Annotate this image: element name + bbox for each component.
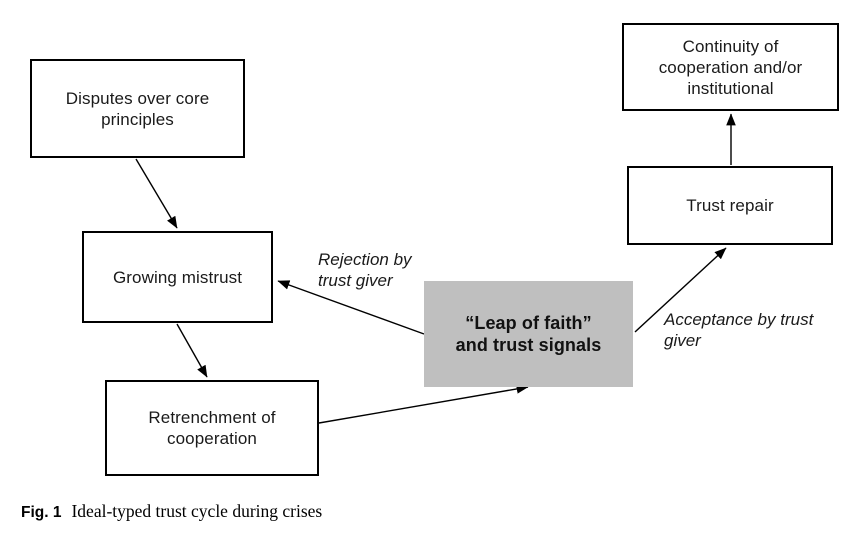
node-retrenchment-of-cooperation: Retrenchment of cooperation <box>105 380 319 476</box>
arrow-leap-to-growing-rejection <box>277 280 425 335</box>
node-continuity-of-cooperation: Continuity of cooperation and/or institu… <box>622 23 839 111</box>
edge-label-rejection-by-trust-giver: Rejection by trust giver <box>318 249 412 291</box>
node-label-line: Continuity of <box>682 36 779 56</box>
node-label-line: and trust signals <box>455 335 602 355</box>
edge-label-line: Acceptance by trust <box>664 310 814 329</box>
edge-label-line: giver <box>664 331 701 350</box>
node-trust-repair: Trust repair <box>627 166 833 245</box>
node-growing-mistrust: Growing mistrust <box>82 231 273 323</box>
node-label-line: institutional <box>687 78 774 98</box>
edge-label-acceptance-by-trust-giver: Acceptance by trust giver <box>664 309 813 351</box>
node-label-line: cooperation and/or <box>658 57 803 77</box>
arrow-disputes-to-growing <box>135 158 178 229</box>
node-label-line: cooperation <box>167 429 257 448</box>
edge-label-line: trust giver <box>318 271 393 290</box>
edge-label-line: Rejection by <box>318 250 412 269</box>
arrow-growing-to-retrenchment <box>176 323 208 378</box>
figure-caption: Fig. 1 Ideal-typed trust cycle during cri… <box>21 501 322 522</box>
node-label-line: principles <box>101 109 174 129</box>
arrow-retrenchment-to-leap <box>318 384 529 424</box>
node-label-line: Disputes over core <box>65 88 210 108</box>
node-label-line: “Leap of faith” <box>465 313 592 333</box>
node-leap-of-faith: “Leap of faith” and trust signals <box>424 281 633 387</box>
figure-caption-label: Fig. 1 <box>21 504 62 521</box>
node-label-line: Retrenchment of <box>148 408 276 427</box>
node-disputes-over-core-principles: Disputes over core principles <box>30 59 245 158</box>
node-label-line: Trust repair <box>686 196 774 215</box>
node-label-line: Growing mistrust <box>112 267 243 287</box>
figure-caption-text: Ideal-typed trust cycle during crises <box>71 501 323 521</box>
arrow-leap-to-trust-repair-acceptance <box>634 247 727 333</box>
